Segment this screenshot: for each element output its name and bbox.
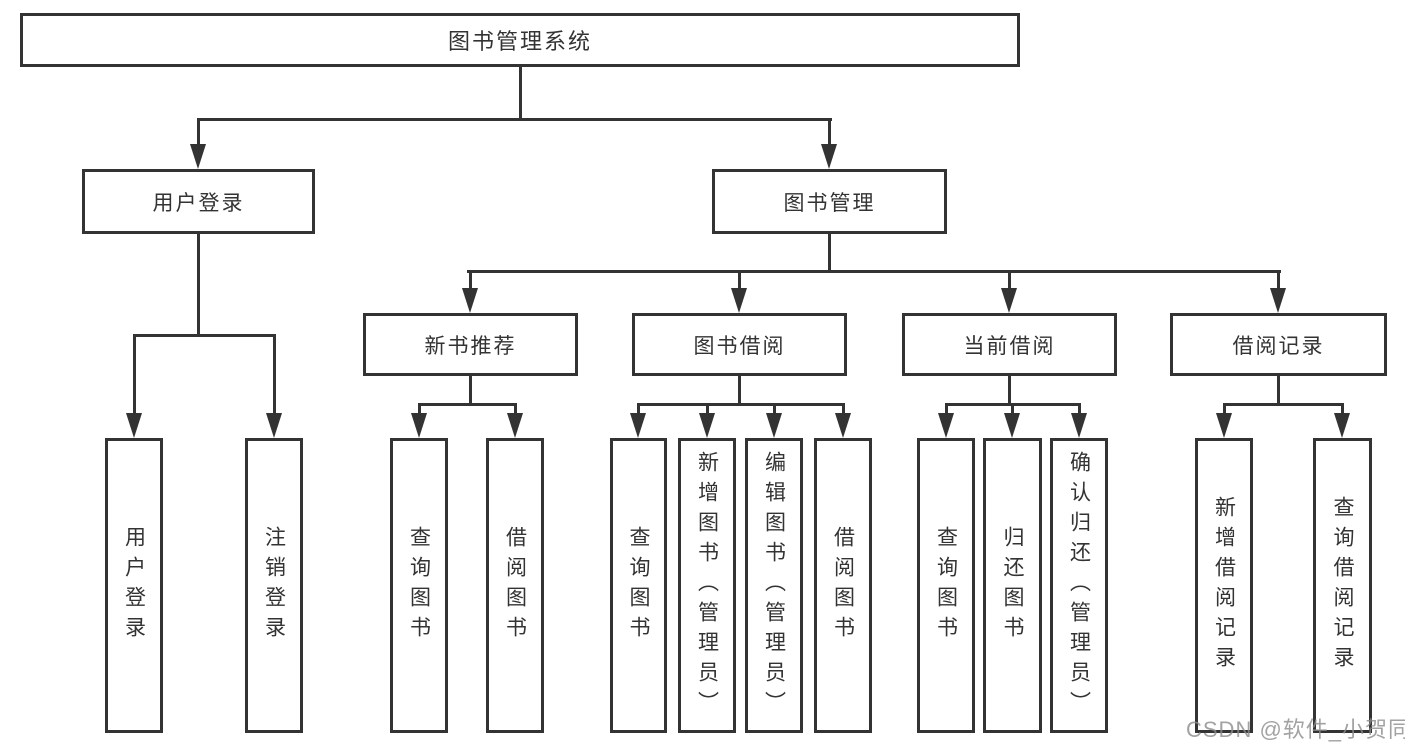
node-label: 图书管理 (783, 191, 876, 215)
arrowhead-add-borrow-record (1216, 413, 1232, 438)
connector-root-crossbar (197, 118, 832, 121)
connector-leaf-stem (1078, 403, 1081, 414)
node-label: 图书管理系统 (447, 29, 592, 54)
connector-level3-stem (469, 270, 472, 290)
node-borrow-books-borrowing: 借阅图书 (814, 438, 872, 733)
node-label: 查询图书 (407, 525, 431, 646)
connector-leaf-stem (1223, 403, 1226, 414)
connector-recommend-down (469, 376, 472, 406)
connector-leaf-stem (773, 403, 776, 414)
connector-book-management-down (828, 234, 831, 273)
connector-user-login-down (197, 234, 200, 337)
arrowhead-query-books-recommend (411, 413, 427, 438)
connector-leaf-stem (514, 403, 517, 414)
node-query-books-current: 查询图书 (917, 438, 975, 733)
arrowhead-borrow-books-borrowing (835, 413, 851, 438)
node-label: 新增借阅记录 (1212, 495, 1236, 676)
connector-leaf-stem (418, 403, 421, 414)
connector-borrowing-crossbar (637, 403, 845, 406)
connector-borrowing-down (738, 376, 741, 406)
arrowhead-confirm-return-admin (1071, 413, 1087, 438)
arrowhead-return-book (1004, 413, 1020, 438)
node-new-book-recommendation: 新书推荐 (363, 313, 578, 376)
node-label: 借阅记录 (1232, 334, 1325, 358)
node-label: 新增图书（管理员） (695, 450, 719, 721)
node-label: 确认归还（管理员） (1067, 450, 1091, 721)
connector-level3-stem (1008, 270, 1011, 290)
connector-level3-stem (738, 270, 741, 290)
node-user-login-leaf: 用户登录 (105, 438, 163, 733)
arrowhead-user-login-leaf (126, 413, 142, 438)
node-label: 图书借阅 (693, 334, 786, 358)
arrowhead-add-book-admin (699, 413, 715, 438)
arrowhead-edit-book-admin (766, 413, 782, 438)
connector-records-down (1277, 376, 1280, 406)
node-label: 注销登录 (262, 525, 286, 646)
connector-records-crossbar (1223, 403, 1344, 406)
arrowhead-current-borrowing (1001, 288, 1017, 313)
node-edit-book-admin: 编辑图书（管理员） (745, 438, 803, 733)
arrowhead-book-management (821, 144, 837, 169)
node-label: 借阅图书 (831, 525, 855, 646)
connector-user-login-crossbar (133, 334, 276, 337)
node-add-book-admin: 新增图书（管理员） (678, 438, 736, 733)
connector-leaf-stem (945, 403, 948, 414)
node-label: 查询图书 (934, 525, 958, 646)
connector-leaf-stem (1341, 403, 1344, 414)
node-label: 新书推荐 (424, 334, 517, 358)
connector-recommend-crossbar (418, 403, 517, 406)
node-query-borrow-record: 查询借阅记录 (1313, 438, 1372, 733)
arrowhead-query-borrow-record (1334, 413, 1350, 438)
connector-leaf-stem (133, 334, 136, 414)
node-label: 借阅图书 (503, 525, 527, 646)
arrowhead-query-books-current (938, 413, 954, 438)
connector-book-management-stem (828, 118, 831, 146)
arrowhead-query-books-borrowing (630, 413, 646, 438)
node-query-books-borrowing: 查询图书 (610, 438, 667, 733)
node-label: 用户登录 (152, 191, 245, 215)
node-label: 查询借阅记录 (1331, 495, 1354, 676)
connector-leaf-stem (842, 403, 845, 414)
connector-current-down (1008, 376, 1011, 406)
connector-level3-stem (1277, 270, 1280, 290)
node-borrow-books-recommend: 借阅图书 (486, 438, 544, 733)
node-label: 查询图书 (627, 525, 650, 646)
node-borrowing-records: 借阅记录 (1170, 313, 1387, 376)
node-add-borrow-record: 新增借阅记录 (1195, 438, 1253, 733)
connector-root-stem (519, 66, 522, 121)
node-book-management: 图书管理 (712, 169, 947, 234)
node-user-login: 用户登录 (82, 169, 315, 234)
node-logout: 注销登录 (245, 438, 303, 733)
connector-user-login-stem (197, 118, 200, 146)
arrowhead-borrow-books-recommend (507, 413, 523, 438)
arrowhead-book-borrowing (731, 288, 747, 313)
node-label: 归还图书 (1001, 525, 1024, 646)
node-query-books-recommend: 查询图书 (390, 438, 448, 733)
node-book-borrowing: 图书借阅 (632, 313, 847, 376)
node-return-book: 归还图书 (983, 438, 1042, 733)
node-current-borrowing: 当前借阅 (902, 313, 1117, 376)
arrowhead-logout (266, 413, 282, 438)
connector-level3-crossbar (467, 270, 1281, 273)
connector-leaf-stem (706, 403, 709, 414)
arrowhead-user-login (190, 144, 206, 169)
node-label: 当前借阅 (963, 334, 1056, 358)
node-confirm-return-admin: 确认归还（管理员） (1050, 438, 1108, 733)
connector-leaf-stem (637, 403, 640, 414)
arrowhead-borrowing-records (1270, 288, 1286, 313)
arrowhead-new-book-recommendation (462, 288, 478, 313)
node-label: 用户登录 (122, 525, 146, 646)
watermark-text: CSDN @软件_小贺同学 (1186, 717, 1405, 742)
connector-leaf-stem (273, 334, 276, 414)
connector-leaf-stem (1011, 403, 1014, 414)
node-library-management-system: 图书管理系统 (20, 13, 1020, 67)
node-label: 编辑图书（管理员） (762, 450, 786, 721)
